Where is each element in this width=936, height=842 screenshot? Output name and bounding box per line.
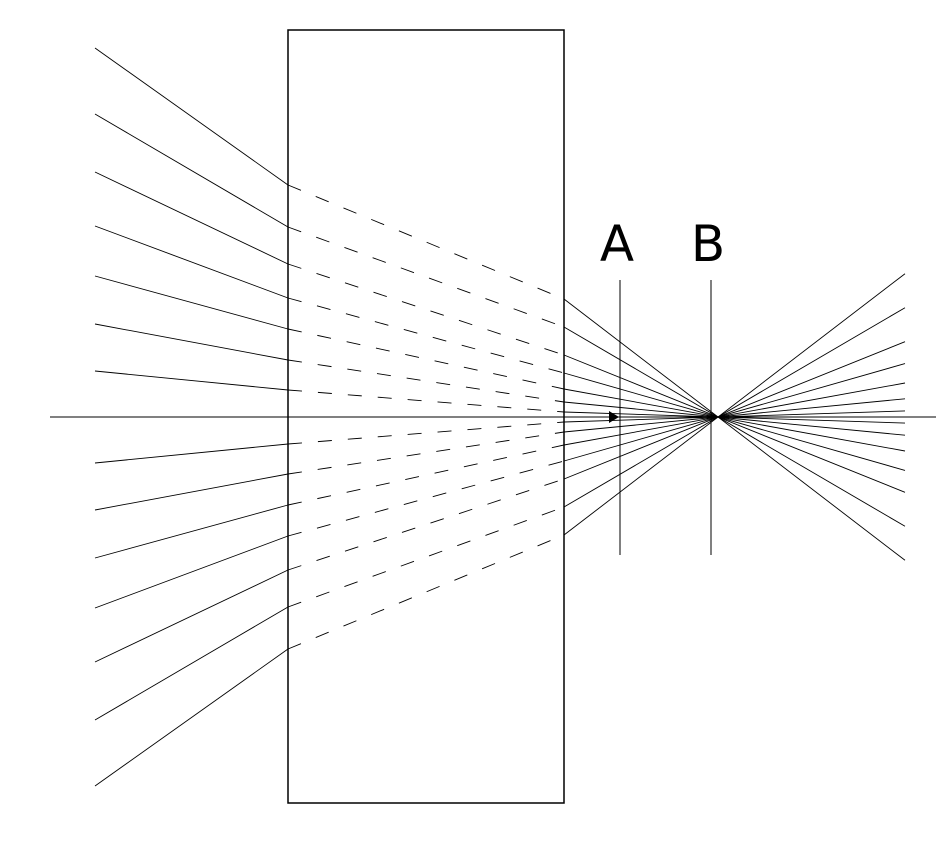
emergent-ray xyxy=(563,372,906,471)
refracted-ray xyxy=(287,431,565,475)
emergent-ray xyxy=(563,307,906,508)
emergent-ray xyxy=(563,411,906,424)
refracted-ray xyxy=(287,444,565,506)
refracted-ray xyxy=(287,478,565,571)
refracted-ray xyxy=(287,506,565,608)
incident-ray xyxy=(94,473,289,511)
refracted-ray xyxy=(287,534,565,650)
emergent-ray xyxy=(563,363,906,462)
incident-ray xyxy=(94,606,289,721)
emergent-ray xyxy=(563,341,906,480)
refracted-ray xyxy=(287,389,565,413)
emergent-ray xyxy=(563,410,906,423)
refracted-ray xyxy=(287,328,565,390)
incident-ray xyxy=(94,504,289,559)
incident-ray xyxy=(94,275,289,330)
emergent-ray xyxy=(563,273,906,536)
refracted-ray xyxy=(287,421,565,445)
refracted-ray xyxy=(287,226,565,328)
emergent-ray xyxy=(563,388,906,452)
incident-ray xyxy=(94,535,289,609)
emergent-ray xyxy=(563,298,906,561)
incident-ray xyxy=(94,323,289,361)
emergent-ray xyxy=(563,401,906,436)
refracted-ray xyxy=(287,359,565,403)
refracted-ray xyxy=(287,460,565,537)
incident-ray xyxy=(94,648,289,787)
incident-ray xyxy=(94,569,289,663)
refracted-ray xyxy=(287,263,565,356)
emergent-ray xyxy=(563,382,906,446)
incident-ray xyxy=(94,370,289,391)
focus-point-a-marker xyxy=(609,411,619,423)
emergent-ray xyxy=(563,398,906,433)
incident-ray xyxy=(94,47,289,186)
emergent-ray xyxy=(563,354,906,493)
incident-ray xyxy=(94,443,289,464)
incident-ray xyxy=(94,225,289,299)
refracted-ray xyxy=(287,297,565,374)
label-b: B xyxy=(691,215,725,273)
emergent-ray xyxy=(563,326,906,527)
label-a: A xyxy=(600,215,634,273)
glass-block xyxy=(287,29,565,804)
refracted-ray xyxy=(287,184,565,300)
incident-ray xyxy=(94,113,289,228)
ray-group xyxy=(94,47,906,787)
incident-ray xyxy=(94,171,289,265)
